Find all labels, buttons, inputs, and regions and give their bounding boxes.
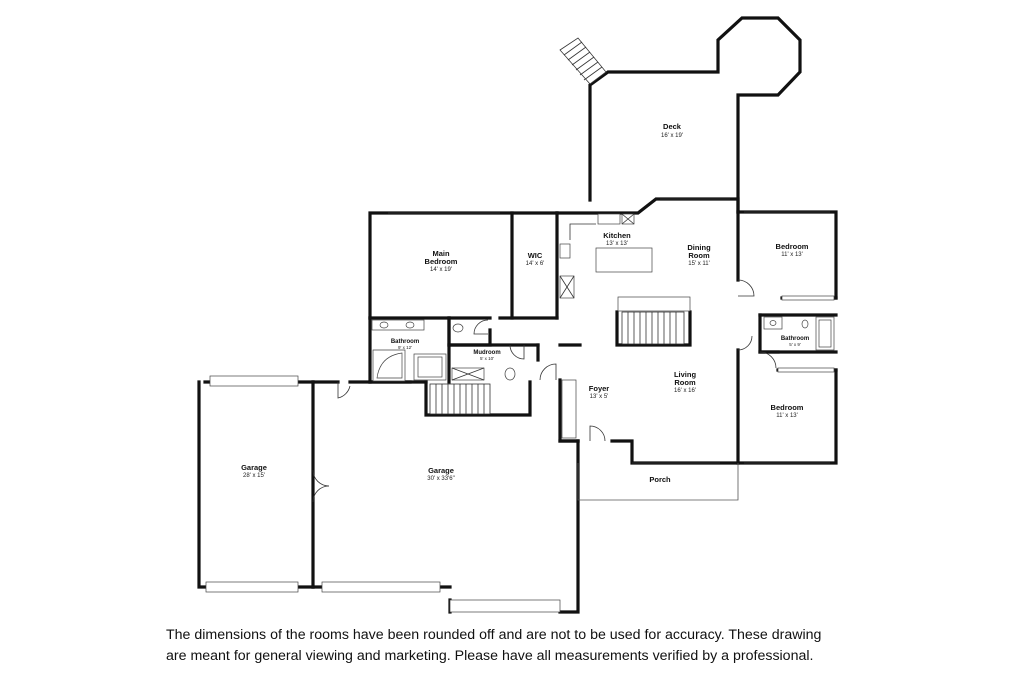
living-dim: 16' x 16' <box>674 388 696 394</box>
garage-door-3 <box>449 599 561 613</box>
garage-door-1 <box>205 581 299 593</box>
dining-dim: 15' x 11' <box>688 261 710 267</box>
main-bathroom-dim: 9' x 12' <box>398 345 412 350</box>
garage2-dim: 30' x 33'6" <box>427 476 454 482</box>
wic-label: WIC <box>528 251 543 260</box>
bedroom1-dim: 11' x 13' <box>781 252 803 258</box>
kitchen-island <box>595 247 653 273</box>
deck-stairs <box>559 37 607 85</box>
foyer-label: Foyer <box>589 384 610 393</box>
deck-label: Deck <box>663 122 682 131</box>
main-bedroom-dim: 14' x 19' <box>430 267 452 273</box>
disclaimer: The dimensions of the rooms have been ro… <box>166 625 866 667</box>
garage1-label: Garage <box>241 463 267 472</box>
foyer-dim: 13' x 5' <box>590 394 609 400</box>
main-stairs <box>617 296 691 345</box>
kitchen-dim: 13' x 13' <box>606 241 628 247</box>
living-label-1: Living <box>674 370 697 379</box>
deck-dim: 16' x 19' <box>661 133 683 139</box>
bedroom2-label: Bedroom <box>771 403 804 412</box>
mudroom-label: Mudroom <box>473 350 500 356</box>
porch <box>577 463 739 501</box>
exterior-walls <box>197 197 838 614</box>
garage-door-2 <box>321 581 441 593</box>
main-bedroom-label-2: Bedroom <box>425 257 458 266</box>
windows <box>205 198 835 613</box>
bathroom2-label: Bathroom <box>781 336 809 342</box>
wic-dim: 14' x 6' <box>526 261 545 267</box>
dining-label-1: Dining <box>687 243 711 252</box>
living-label-2: Room <box>674 378 696 387</box>
porch-label: Porch <box>649 475 671 484</box>
bedroom1-label: Bedroom <box>776 242 809 251</box>
garage2-label: Garage <box>428 466 454 475</box>
bedroom2-dim: 11' x 13' <box>776 413 798 419</box>
fixtures <box>371 213 835 382</box>
garage1-dim: 28' x 15' <box>243 473 265 479</box>
window-garage1-top <box>209 375 299 387</box>
dining-label-2: Room <box>688 251 710 260</box>
disclaimer-line-1: The dimensions of the rooms have been ro… <box>166 627 822 643</box>
main-bedroom-label-1: Main <box>432 249 450 258</box>
kitchen-label: Kitchen <box>603 231 631 240</box>
mudroom-dim: 5' x 10' <box>480 356 494 361</box>
main-bathroom-label: Bathroom <box>391 339 419 345</box>
room-labels: Deck 16' x 19' Kitchen 13' x 13' Dining … <box>241 122 809 484</box>
disclaimer-line-2: are meant for general viewing and market… <box>166 648 814 664</box>
garage-stairs <box>429 383 491 415</box>
interior-walls <box>368 210 838 465</box>
bathroom2-dim: 5' x 9' <box>789 342 801 347</box>
deck <box>559 16 802 214</box>
doors <box>312 279 777 503</box>
